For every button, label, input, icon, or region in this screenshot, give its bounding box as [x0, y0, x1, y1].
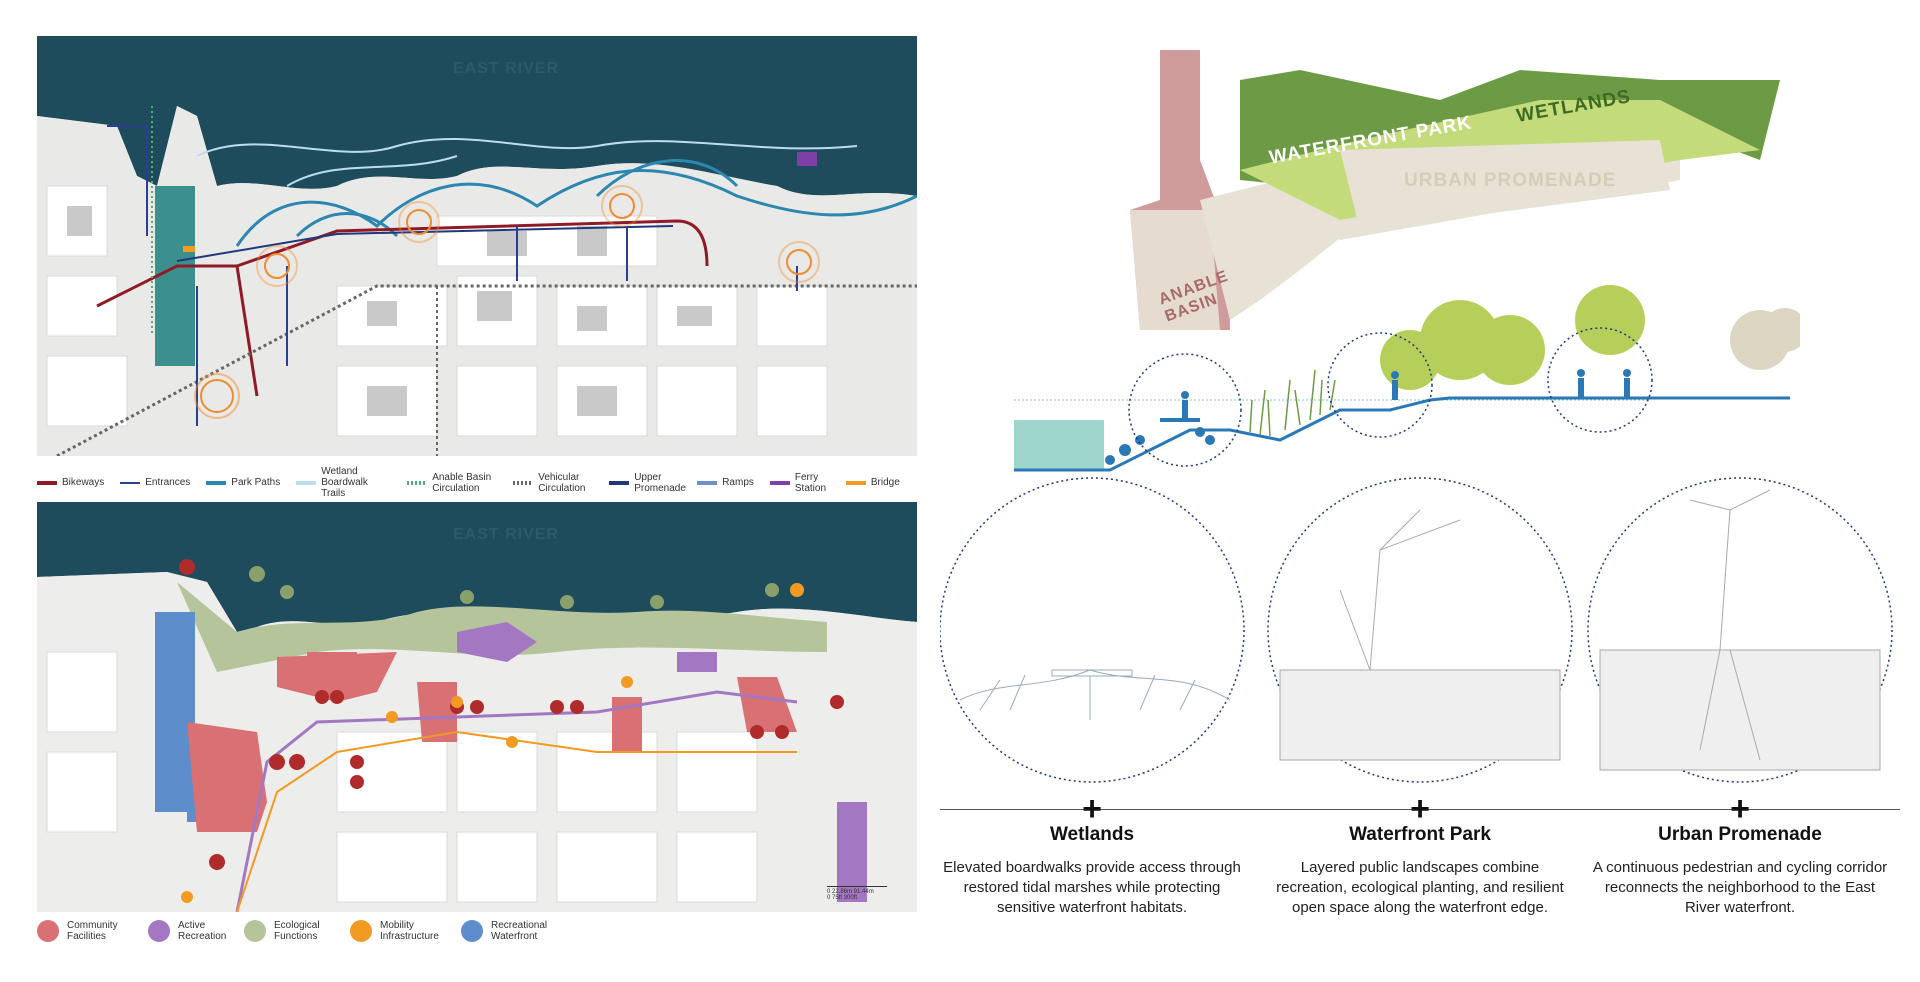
- legend-item-bikeways: Bikeways: [37, 477, 104, 488]
- section-text-wetlands: Elevated boardwalks provide access throu…: [943, 859, 1241, 916]
- section-text-park: Layered public landscapes combine recrea…: [1276, 859, 1564, 916]
- section-title-wetlands: Wetlands: [1049, 824, 1135, 845]
- legend-item-park-paths: Park Paths: [206, 477, 280, 488]
- plus-promenade: +: [1730, 790, 1750, 828]
- legend-item-ecological: Ecological Functions: [244, 920, 334, 942]
- plus-park: +: [1410, 790, 1430, 828]
- section-divider: [940, 809, 1900, 810]
- plus-wetlands: +: [1082, 790, 1102, 828]
- legend-item-ramps: Ramps: [697, 477, 754, 488]
- legend-item-mobility: Mobility Infrastructure: [350, 920, 445, 942]
- legend-item-vehicular: Vehicular Circulation: [513, 472, 593, 494]
- section-title-promenade: Urban Promenade: [1658, 824, 1822, 845]
- section-text-promenade: A continuous pedestrian and cycling corr…: [1592, 859, 1888, 916]
- circulation-map: EAST RIVER: [37, 36, 917, 456]
- legend-item-community: Community Facilities: [37, 920, 132, 942]
- legend-item-entrances: Entrances: [120, 477, 190, 488]
- river-label-bottom: EAST RIVER: [453, 526, 560, 543]
- legend-item-upper-promenade: Upper Promenade: [609, 472, 686, 494]
- legend-item-bridge: Bridge: [845, 477, 900, 488]
- legend-item-active: Active Recreation: [148, 920, 228, 942]
- scale-bar: 0 22.86m 91.44m 0 75ft 300ft: [827, 886, 887, 901]
- section-profile: [1014, 285, 1800, 472]
- zone-plan: [1130, 50, 1780, 330]
- urban-promenade-label: URBAN PROMENADE: [1404, 170, 1617, 191]
- legend-item-wetland-trails: Wetland Boardwalk Trails: [296, 466, 391, 499]
- detail-circles: [940, 477, 1893, 783]
- program-map: EAST RIVER 0 22.86m 91.44m 0 75ft 300ft: [37, 502, 917, 912]
- legend-item-recreational: Recreational Waterfront: [461, 920, 556, 942]
- program-map-graphic: [37, 502, 917, 912]
- program-legend: Community Facilities Active Recreation E…: [37, 920, 572, 942]
- legend-item-anable-circulation: Anable Basin Circulation: [407, 472, 497, 494]
- section-title-park: Waterfront Park: [1349, 824, 1491, 845]
- circulation-map-graphic: [37, 36, 917, 456]
- legend-item-ferry: Ferry Station: [769, 472, 830, 494]
- river-label: EAST RIVER: [453, 60, 560, 77]
- circulation-legend: Bikeways Entrances Park Paths Wetland Bo…: [37, 466, 916, 499]
